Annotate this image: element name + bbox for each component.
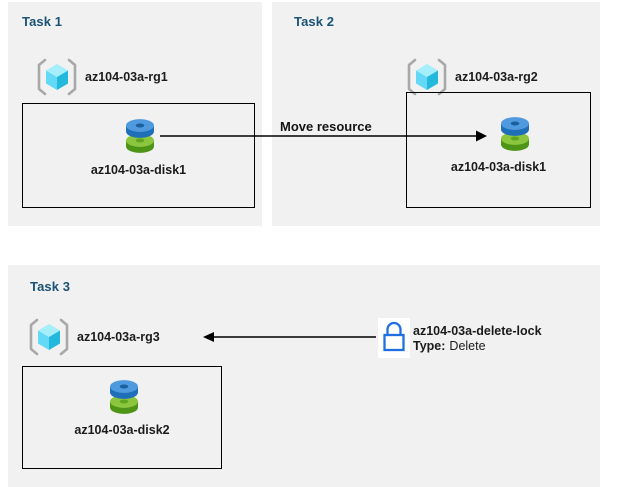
task1-resource-group: az104-03a-rg1 xyxy=(36,57,168,97)
task3-disk-icon xyxy=(104,376,144,418)
lock-type-value: Delete xyxy=(449,339,486,353)
task2-resource-group: az104-03a-rg2 xyxy=(406,57,538,97)
resource-group-icon-svg xyxy=(407,58,447,96)
task1-disk-label: az104-03a-disk1 xyxy=(90,163,187,177)
lock-type-line: Type:Delete xyxy=(413,339,542,354)
move-resource-arrow-svg xyxy=(160,130,487,142)
move-resource-label: Move resource xyxy=(280,119,372,134)
lock-arrow xyxy=(203,330,376,344)
lock-name: az104-03a-delete-lock xyxy=(413,324,542,338)
resource-group-icon-svg xyxy=(29,318,69,356)
panel-task2 xyxy=(272,2,600,226)
panel-task2-title: Task 2 xyxy=(294,14,335,29)
resource-group-icon xyxy=(406,57,448,97)
task2-resource-group-label: az104-03a-rg2 xyxy=(455,70,538,84)
disk-icon-svg xyxy=(110,380,138,414)
task1-disk-box xyxy=(22,103,255,208)
lock-text-block: az104-03a-delete-lock Type:Delete xyxy=(413,324,542,354)
move-resource-arrow xyxy=(160,128,490,144)
panel-task1 xyxy=(8,2,262,226)
lock-icon-svg xyxy=(383,321,405,352)
task2-disk-label: az104-03a-disk1 xyxy=(450,160,547,174)
resource-group-icon-svg xyxy=(37,58,77,96)
lock-icon xyxy=(378,318,410,358)
task1-disk-icon xyxy=(120,115,160,157)
resource-group-icon xyxy=(28,317,70,357)
task3-disk-label: az104-03a-disk2 xyxy=(74,423,170,437)
task2-disk-icon xyxy=(495,113,535,155)
lock-arrow-svg xyxy=(203,332,376,342)
disk-icon-svg xyxy=(501,117,529,151)
task1-resource-group-label: az104-03a-rg1 xyxy=(85,70,168,84)
task3-resource-group-label: az104-03a-rg3 xyxy=(77,330,160,344)
task3-resource-group: az104-03a-rg3 xyxy=(28,317,160,357)
panel-task1-title: Task 1 xyxy=(22,14,63,29)
task3-disk-box xyxy=(22,366,222,469)
lock-type-key: Type: xyxy=(413,339,446,353)
resource-group-icon xyxy=(36,57,78,97)
disk-icon-svg xyxy=(126,119,154,153)
panel-task3 xyxy=(8,265,600,487)
task2-disk-box xyxy=(406,92,591,208)
panel-task3-title: Task 3 xyxy=(30,279,71,294)
